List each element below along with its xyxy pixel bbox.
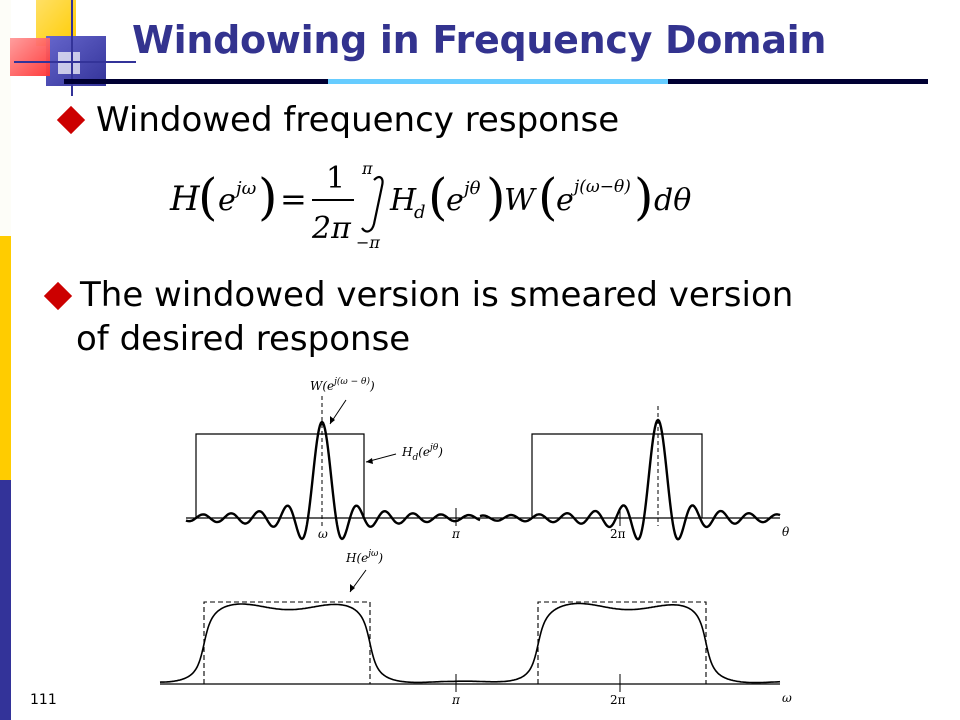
top-axis-label: θ: [782, 525, 790, 539]
left-edge-blue-bar: [0, 480, 11, 720]
eq-integral-sign: [361, 176, 384, 233]
eq-e1-exp: jθ: [460, 178, 481, 199]
eq-frac-num: 1: [326, 161, 345, 196]
bottom-tick-label-pi: π: [451, 693, 461, 707]
bullet-2-line-1: The windowed version is smeared version: [80, 275, 794, 315]
top-panel: W(ej(ω − θ)) Hd(ejθ) ω π 2π θ: [185, 376, 790, 541]
left-edge-yellow-bar: [0, 236, 11, 480]
deco-logo-graphic: [10, 0, 136, 96]
eq-paren-right-1: ): [258, 168, 278, 226]
eq-e1: e: [446, 183, 464, 218]
top-tick-label-2pi: 2π: [610, 527, 626, 541]
bottom-H-arrowhead: [350, 584, 355, 592]
eq-frac-den: 2π: [311, 211, 352, 246]
windowed-frequency-equation: H ( e jω ) = 1 2π π −π H d ( e jθ ) W ( …: [169, 159, 691, 252]
eq-equals: =: [280, 180, 307, 218]
deco-logo: [0, 0, 140, 100]
bottom-frequency-response: [159, 602, 781, 684]
top-window-spectrum-2: [479, 418, 781, 541]
eq-lhs-e: e: [218, 183, 236, 218]
bottom-Hd-rect-2: [537, 601, 707, 684]
windowing-figure: W(ej(ω − θ)) Hd(ejθ) ω π 2π θ H(ejω) π 2…: [159, 376, 792, 707]
bullet-diamond-icon: [43, 281, 73, 311]
top-tick-label-pi: π: [451, 527, 461, 541]
eq-paren-right-3: ): [634, 168, 654, 226]
bottom-tick-label-2pi: 2π: [610, 693, 626, 707]
eq-e2: e: [556, 183, 574, 218]
page-number: 111: [30, 692, 57, 708]
eq-paren-right-2: ): [486, 168, 506, 226]
bottom-axis-label: ω: [782, 691, 792, 705]
bullet-diamond-icon: [56, 105, 86, 135]
bottom-Hd-rect-1: [203, 601, 371, 684]
bottom-label-H: H(ejω): [345, 549, 383, 565]
top-label-Hd: Hd(ejθ): [401, 443, 443, 463]
bullet-1-text: Windowed frequency response: [96, 100, 620, 140]
top-Hd-arrowhead: [366, 458, 373, 464]
eq-paren-left-2: (: [428, 168, 448, 226]
eq-lhs-exp: jω: [232, 178, 257, 199]
eq-dtheta: dθ: [654, 183, 691, 218]
top-Hd-rect-1: [195, 433, 365, 518]
bullet-2-line-2: of desired response: [76, 319, 411, 359]
eq-int-lower: −π: [356, 233, 380, 252]
title-rule: [64, 79, 928, 84]
top-Hd-rect-2: [531, 433, 703, 518]
eq-W: W: [504, 183, 537, 218]
eq-paren-left-3: (: [538, 168, 558, 226]
eq-lhs-H: H: [169, 179, 201, 219]
left-edge-dark-bar: [0, 0, 11, 236]
bottom-panel: H(ejω) π 2π ω: [159, 549, 792, 707]
top-window-spectrum-1: [185, 420, 481, 541]
eq-Hd-sub: d: [414, 202, 426, 223]
eq-e2-exp: j(ω−θ): [570, 177, 631, 197]
top-label-W: W(ej(ω − θ)): [310, 376, 375, 393]
slide-title: Windowing in Frequency Domain: [132, 18, 827, 62]
eq-paren-left-1: (: [198, 168, 218, 226]
top-tick-label-omega: ω: [318, 527, 328, 541]
eq-Hd: H: [389, 183, 417, 218]
top-W-arrowhead: [330, 416, 335, 424]
eq-int-upper: π: [361, 159, 373, 178]
